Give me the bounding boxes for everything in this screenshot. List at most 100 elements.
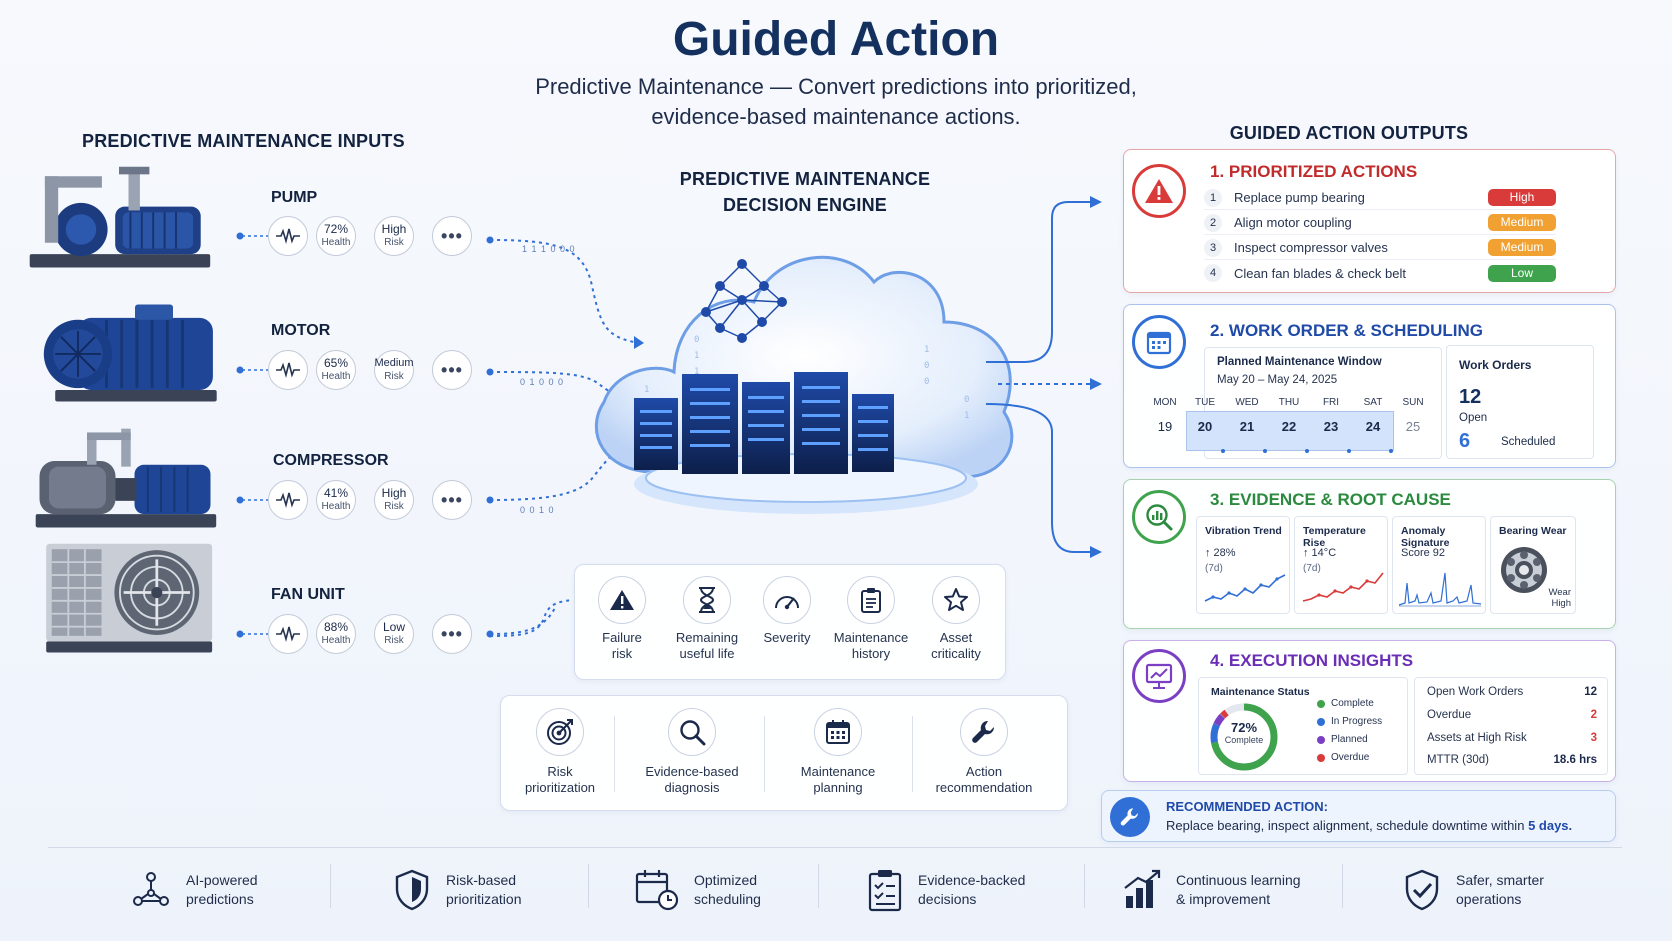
output-arrows	[985, 196, 1102, 558]
priority-badge: Medium	[1488, 214, 1556, 231]
calendar-day[interactable]: 22	[1281, 419, 1297, 434]
waveform-icon	[268, 350, 308, 390]
decision-engine-cloud: 101 011 100 01	[594, 255, 1014, 514]
wrench-icon	[1110, 797, 1150, 837]
evidence-vibration[interactable]: Vibration Trend ↑ 28% (7d)	[1196, 516, 1290, 614]
svg-text:1: 1	[694, 367, 699, 377]
health-badge: 65%Health	[316, 350, 356, 390]
fan-unit-image	[46, 543, 213, 653]
card-title: 1. PRIORITIZED ACTIONS	[1210, 162, 1418, 181]
priority-badge: Medium	[1488, 239, 1556, 256]
maintenance-status-panel: Maintenance Status 72% Complete Complete…	[1198, 677, 1408, 775]
asset-name: MOTOR	[271, 322, 331, 339]
calendar-day[interactable]: 24	[1365, 419, 1381, 434]
recommended-text: Replace bearing, inspect alignment, sche…	[1166, 818, 1573, 833]
health-badge: 72%Health	[316, 216, 356, 256]
priority-badge: High	[1488, 189, 1556, 206]
check-shield-icon	[1405, 869, 1439, 911]
scheduled-count: 6	[1459, 430, 1471, 452]
recommended-action-banner[interactable]: RECOMMENDED ACTION: Replace bearing, ins…	[1101, 790, 1616, 842]
ai-network-icon	[133, 872, 169, 906]
gauge-icon	[763, 576, 811, 624]
inputs-heading: PREDICTIVE MAINTENANCE INPUTS	[82, 131, 405, 151]
bearing-icon	[1501, 547, 1547, 593]
more-options-button[interactable]: •••	[432, 614, 472, 654]
window-label: Planned Maintenance Window	[1217, 356, 1382, 368]
window-range: May 20 – May 24, 2025	[1217, 374, 1338, 386]
calendar-clock-icon	[635, 870, 679, 911]
calendar-icon	[1132, 315, 1186, 369]
waveform-icon	[268, 614, 308, 654]
health-badge: 88%Health	[316, 614, 356, 654]
evidence-card: 3. EVIDENCE & ROOT CAUSE Vibration Trend…	[1123, 479, 1616, 629]
open-count: 12	[1459, 386, 1482, 408]
calendar-icon	[814, 708, 862, 756]
flow-bits: 0 1 0 0 0	[520, 377, 565, 387]
checklist-icon	[868, 870, 902, 912]
chart-magnifier-icon	[1132, 490, 1186, 544]
more-options-button[interactable]: •••	[432, 350, 472, 390]
stat-row: MTTR (30d)18.6 hrs	[1427, 754, 1597, 766]
evidence-temperature[interactable]: Temperature Rise ↑ 14°C (7d)	[1294, 516, 1388, 614]
calendar-day[interactable]: 19	[1157, 419, 1173, 434]
star-icon	[932, 576, 980, 624]
factor-severity: Severity	[754, 576, 820, 646]
compressor-image	[35, 428, 217, 528]
target-icon	[536, 708, 584, 756]
calendar-day[interactable]: 21	[1239, 419, 1255, 434]
svg-text:0: 0	[694, 335, 699, 345]
legend-item: Overdue	[1317, 752, 1369, 763]
engine-heading: PREDICTIVE MAINTENANCE DECISION ENGINE	[679, 169, 931, 215]
outputs-heading: GUIDED ACTION OUTPUTS	[1229, 123, 1469, 143]
scheduled-markers	[1221, 449, 1393, 453]
svg-text:1: 1	[964, 411, 969, 421]
presentation-chart-icon	[1132, 649, 1186, 703]
asset-name: COMPRESSOR	[273, 452, 389, 469]
fan-connector	[489, 599, 573, 637]
complete-pct: 72%	[1230, 720, 1258, 735]
legend-item: In Progress	[1317, 716, 1382, 727]
health-badge: 41%Health	[316, 480, 356, 520]
lead-in-connectors	[236, 232, 268, 638]
asset-name: FAN UNIT	[271, 586, 345, 603]
calendar-day[interactable]: 23	[1323, 419, 1339, 434]
motor-image	[43, 304, 217, 402]
more-options-button[interactable]: •••	[432, 480, 472, 520]
more-options-button[interactable]: •••	[432, 216, 472, 256]
svg-text:1: 1	[644, 385, 649, 395]
calendar-day[interactable]: 25	[1405, 419, 1421, 434]
status-donut	[1210, 703, 1278, 771]
svg-text:0: 0	[964, 395, 969, 405]
card-title: 2. WORK ORDER & SCHEDULING	[1210, 321, 1483, 340]
evidence-anomaly[interactable]: Anomaly Signature Score 92	[1392, 516, 1486, 614]
shield-icon	[395, 869, 429, 911]
page-title: Guided Action	[672, 13, 1000, 66]
anomaly-spectrum-chart	[1398, 572, 1482, 607]
waveform-icon	[268, 480, 308, 520]
svg-text:0: 0	[924, 377, 929, 387]
calendar-day[interactable]: 20	[1197, 419, 1213, 434]
